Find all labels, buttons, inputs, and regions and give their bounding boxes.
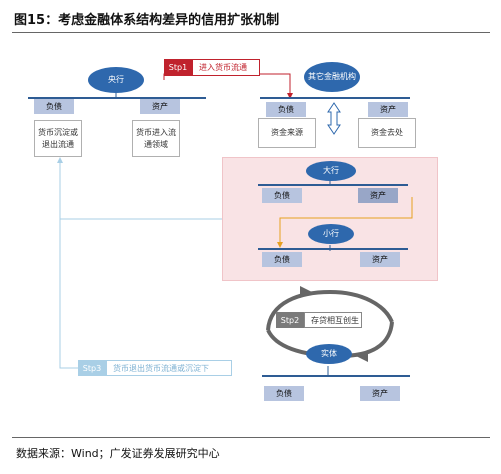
real-economy-balance-bar xyxy=(262,375,410,377)
central-bank-node: 央行 xyxy=(88,67,144,93)
central-bank-liability-note: 货币沉淀或退出流通 xyxy=(34,120,82,157)
small-bank-node: 小行 xyxy=(308,224,354,244)
central-bank-asset-note: 货币进入流通领域 xyxy=(132,120,180,157)
other-fin-asset: 资产 xyxy=(368,102,408,117)
big-bank-balance-bar xyxy=(258,184,408,186)
small-bank-liability: 负债 xyxy=(262,252,302,267)
stp3-label: 货币退出货币流通或沉淀下 xyxy=(106,360,232,376)
top-rule xyxy=(12,32,490,33)
figure-title: 图15：考虑金融体系结构差异的信用扩张机制 xyxy=(14,13,280,28)
big-bank-asset: 资产 xyxy=(358,188,398,203)
other-fin-asset-note: 资金去处 xyxy=(358,118,416,148)
double-arrow-icon xyxy=(327,102,341,135)
bottom-rule xyxy=(12,437,490,438)
stp3-arrow xyxy=(57,157,78,369)
other-fin-liability: 负债 xyxy=(266,102,306,117)
other-fin-node: 其它金融机构 xyxy=(304,62,360,92)
stp3-tag: Stp3 xyxy=(78,360,106,376)
cycle-arrow-top xyxy=(266,289,394,331)
small-bank-balance-bar xyxy=(258,248,408,250)
stp1-tag: Stp1 xyxy=(164,59,192,76)
stp2-tag: Stp2 xyxy=(276,312,304,328)
credit-flow-arrow xyxy=(277,197,413,248)
source-note: 数据来源：Wind；广发证券发展研究中心 xyxy=(16,447,220,460)
small-bank-asset: 资产 xyxy=(360,252,400,267)
real-economy-liability: 负债 xyxy=(264,386,304,401)
real-economy-node: 实体 xyxy=(306,344,352,364)
big-bank-node: 大行 xyxy=(306,161,356,181)
stp2-label: 存贷相互创生 xyxy=(304,312,362,328)
central-bank-liability: 负债 xyxy=(34,99,74,114)
other-fin-balance-bar xyxy=(260,97,410,99)
stp1-arrow xyxy=(163,73,293,99)
central-bank-balance-bar xyxy=(28,97,206,99)
other-fin-liability-note: 资金来源 xyxy=(258,118,316,148)
real-economy-asset: 资产 xyxy=(360,386,400,401)
stp1-label: 进入货币流通 xyxy=(192,59,260,76)
big-bank-liability: 负债 xyxy=(262,188,302,203)
central-bank-asset: 资产 xyxy=(140,99,180,114)
